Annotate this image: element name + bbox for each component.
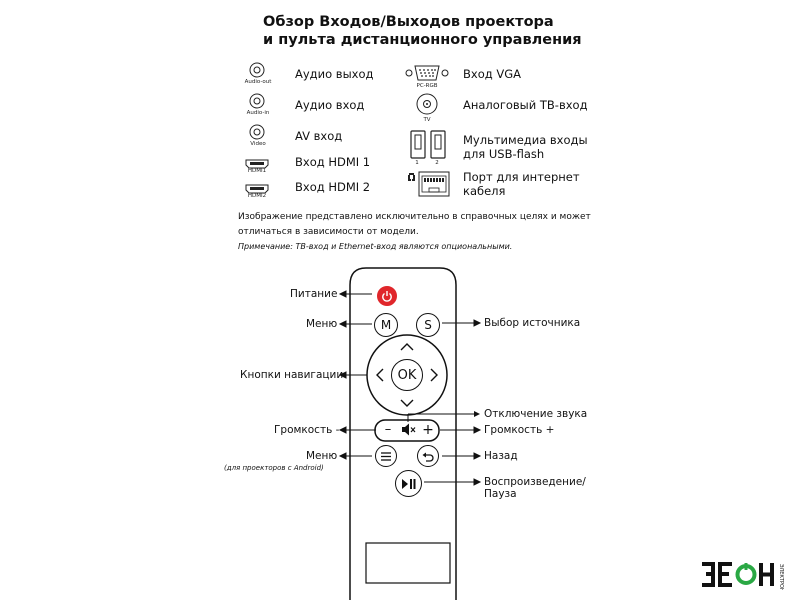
callout-menu-android-note: (для проекторов с Android) [224,464,324,472]
callout-menu: Меню [306,318,338,330]
menu-button[interactable]: M [374,313,398,337]
page-title: Обзор Входов/Выходов проектора и пульта … [263,13,582,49]
audio-jack-icon [249,93,265,109]
logo-side-text: ЭЛЕКТРОНИКА [778,564,784,590]
hamburger-icon [381,451,391,461]
callout-play-pause: Воспроизведение/ Пауза [484,476,586,500]
port-caption-tv: TV [423,117,431,123]
callout-source: Выбор источника [484,317,581,329]
disclaimer-line-2: отличаться в зависимости от модели. [238,227,419,237]
note-text: Примечание: ТВ-вход и Ethernet-вход явля… [238,242,513,251]
tv-antenna-port-icon [416,93,438,115]
port-label-vga: Вход VGA [463,67,521,81]
disclaimer-line-1: Изображение представлено исключительно в… [238,212,591,222]
ethernet-port-icon [408,171,450,197]
port-label-ethernet-line1: Порт для интернет [463,170,580,184]
port-caption-audio-out: Audio-out [244,79,272,85]
port-hdmi2 [244,180,270,199]
volume-down-button[interactable]: – [384,422,392,437]
usb-ports-icon [410,130,446,159]
callout-power: Питание [290,288,338,300]
ok-button[interactable]: OK [391,359,423,391]
port-label-audio-out: Аудио выход [295,67,374,81]
nav-down-icon [400,399,414,407]
vga-port-icon [405,65,449,81]
callout-menu-android: Меню [306,450,338,462]
port-tv [415,93,439,119]
port-hdmi1 [244,155,270,174]
port-label-ethernet: Порт для интернет кабеля [463,170,580,198]
callout-back: Назад [484,450,518,462]
power-button[interactable] [377,286,397,306]
title-line-1: Обзор Входов/Выходов проектора [263,14,554,30]
port-audio-in [247,93,267,115]
port-label-tv: Аналоговый ТВ-вход [463,98,588,112]
volume-up-button[interactable]: + [422,422,434,438]
callout-play-pause-line2: Пауза [484,488,517,500]
port-caption-video: Video [250,141,266,147]
back-button[interactable] [417,445,439,467]
port-audio-out [247,62,267,84]
callout-mute: Отключение звука [484,408,588,420]
nav-up-icon [400,343,414,351]
mute-icon [402,423,416,436]
callout-volume-down: Громкость - [274,424,340,436]
hdmi-port-icon [245,159,269,169]
port-label-video: AV вход [295,129,343,143]
port-caption-usb-2: 2 [435,160,439,166]
zeon-logo-icon: ЭЛЕКТРОНИКА [702,562,784,600]
nav-left-icon [376,368,384,382]
port-ethernet [407,170,451,202]
callout-volume-up: Громкость + [484,424,555,436]
port-caption-hdmi1: HDMI1 [247,168,267,174]
port-label-hdmi1: Вход HDMI 1 [295,155,371,169]
port-vga [404,63,450,87]
power-icon [382,291,392,302]
port-label-audio-in: Аудио вход [295,98,365,112]
port-label-usb-line2: для USB-flash [463,147,545,161]
android-menu-button[interactable] [375,445,397,467]
callout-navigation: Кнопки навигации [240,369,344,381]
port-usb [409,130,447,164]
port-caption-audio-in: Audio-in [246,110,270,116]
port-label-hdmi2: Вход HDMI 2 [295,180,371,194]
port-caption-usb-1: 1 [415,160,419,166]
port-label-usb-line1: Мультимедиа входы [463,133,588,147]
back-arrow-icon [422,452,434,462]
port-label-ethernet-line2: кабеля [463,184,506,198]
port-video [247,124,267,146]
port-label-usb: Мультимедиа входы для USB-flash [463,133,588,161]
hdmi-port-icon [245,184,269,194]
nav-right-icon [430,368,438,382]
disclaimer-text: Изображение представлено исключительно в… [238,210,598,240]
source-button[interactable]: S [416,313,440,337]
brand-logo: ЭЛЕКТРОНИКА [700,560,786,600]
play-pause-icon [401,478,415,489]
video-jack-icon [249,124,265,140]
play-pause-button[interactable] [395,470,422,497]
audio-jack-icon [249,62,265,78]
title-line-2: и пульта дистанционного управления [263,32,582,48]
port-caption-vga: PC-RGB [416,83,438,89]
callout-play-pause-line1: Воспроизведение/ [484,476,586,488]
remote-bottom-panel [365,542,451,584]
port-caption-hdmi2: HDMI2 [247,193,267,199]
